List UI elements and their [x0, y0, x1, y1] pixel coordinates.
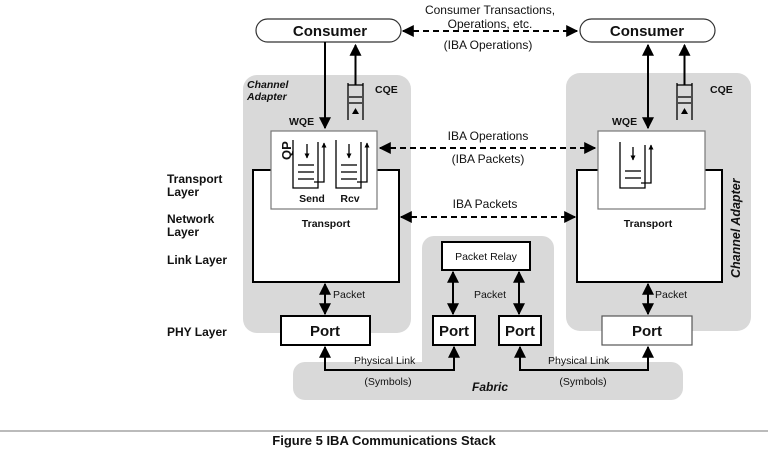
physical-link-left-sub: (Symbols) — [364, 376, 411, 388]
channel-adapter-left-label-2: Adapter — [246, 91, 288, 103]
consumer-link-line2: Operations, etc. — [448, 17, 533, 31]
port-fabric-right-box — [498, 315, 542, 346]
queue-right — [619, 142, 654, 189]
iba-packets-label: IBA Packets — [453, 197, 518, 211]
fabric-bg — [293, 362, 683, 400]
channel-adapter-left-label-1: Channel — [247, 79, 290, 91]
port-left-box — [280, 315, 371, 346]
consumer-left: Consumer — [255, 18, 402, 43]
packet-label-right: Packet — [655, 289, 687, 301]
cqe-label-left: CQE — [375, 84, 398, 96]
packet-relay-box — [441, 241, 531, 271]
consumer-right: Consumer — [579, 18, 716, 43]
iba-operations-sub-label: (IBA Packets) — [452, 152, 525, 166]
layer-transport-2: Layer — [167, 185, 199, 199]
consumer-right-label: Consumer — [610, 23, 684, 40]
physical-link-right-sub: (Symbols) — [559, 376, 606, 388]
send-label: Send — [299, 193, 325, 205]
consumer-link-line1: Consumer Transactions, — [425, 3, 555, 17]
rcv-label: Rcv — [340, 193, 359, 205]
transport-label-right: Transport — [624, 218, 673, 230]
port-left-label: Port — [310, 323, 340, 340]
port-right-box — [601, 315, 693, 346]
physical-link-left-label: Physical Link — [354, 355, 416, 367]
physical-link-right-label: Physical Link — [548, 355, 610, 367]
layer-network-2: Layer — [167, 225, 199, 239]
consumer-left-label: Consumer — [293, 23, 367, 40]
channel-adapter-right-label: Channel Adapter — [729, 177, 743, 278]
physical-link-right — [514, 345, 654, 371]
layer-link: Link Layer — [167, 253, 227, 267]
layer-phy: PHY Layer — [167, 325, 227, 339]
figure-caption: Figure 5 IBA Communications Stack — [272, 433, 496, 448]
layer-network-1: Network — [167, 212, 215, 226]
port-fabric-left-label: Port — [439, 323, 469, 340]
send-queue — [292, 140, 327, 189]
cqe-label-right: CQE — [710, 84, 733, 96]
packet-label-left: Packet — [333, 289, 365, 301]
consumer-link-line3: (IBA Operations) — [444, 38, 533, 52]
wqe-label-right: WQE — [612, 116, 637, 128]
iba-operations-label: IBA Operations — [448, 129, 529, 143]
port-fabric-left-box — [432, 315, 476, 346]
qp-label: QP — [279, 141, 294, 160]
port-fabric-right-label: Port — [505, 323, 535, 340]
wqe-label-left: WQE — [289, 116, 314, 128]
rcv-queue — [335, 140, 370, 189]
physical-link-left — [319, 345, 460, 371]
packet-relay-label: Packet Relay — [455, 251, 518, 263]
fabric-label: Fabric — [472, 380, 508, 394]
transport-label-left: Transport — [302, 218, 351, 230]
packet-label-fabric: Packet — [474, 289, 506, 301]
port-right-label: Port — [632, 323, 662, 340]
layer-transport-1: Transport — [167, 172, 222, 186]
